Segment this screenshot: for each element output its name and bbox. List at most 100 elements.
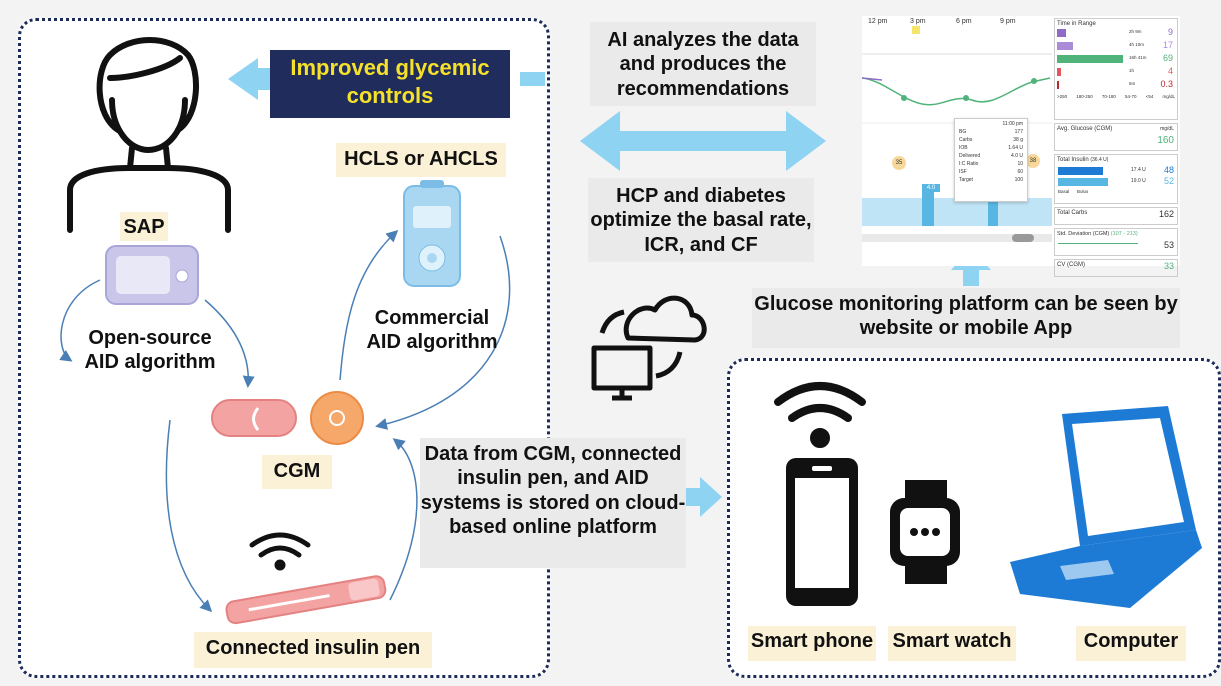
marker (912, 26, 920, 34)
tir-duration: 2h 9m (1129, 29, 1142, 34)
sap-label: SAP (120, 212, 168, 241)
avg-glucose-value: 160 (1157, 135, 1174, 146)
tooltip-row: I:C Ratio 10 (959, 161, 1023, 167)
open-source-label: Open-source AID algorithm (84, 327, 216, 374)
tooltip-value: 177 (1014, 129, 1023, 135)
tir-pct: 9 (1167, 27, 1173, 37)
total-insulin-label: Total Insulin (1057, 157, 1089, 163)
platform-label: Glucose monitoring platform can be seen … (752, 288, 1180, 348)
time-label: 12 pm (868, 18, 888, 25)
sap-pump-icon (105, 245, 199, 305)
time-label: 3 pm (910, 18, 926, 25)
hcls-pump-icon (403, 180, 461, 287)
tir-bar (1057, 81, 1059, 89)
smart-watch-icon (890, 480, 960, 584)
bolus-pct: 52 (1163, 176, 1174, 186)
tir-pct: 4 (1167, 66, 1173, 76)
smart-phone-icon (786, 458, 858, 606)
hcls-label: HCLS or AHCLS (336, 143, 506, 177)
insulin-pen-icon (225, 575, 387, 625)
person-icon (67, 37, 231, 233)
tooltip-value: 38 g (1013, 137, 1023, 143)
basal-pct: 48 (1163, 165, 1174, 175)
tooltip-value: 10 (1017, 161, 1023, 167)
computer-label: Computer (1076, 626, 1186, 661)
bolus-legend: Bolus (1077, 189, 1089, 194)
commercial-label: Commercial AID algorithm (366, 307, 498, 354)
total-carbs-value: 162 (1158, 209, 1174, 219)
range-label: mg/dL (1162, 94, 1175, 99)
bolus-u: 19.0 U (1131, 178, 1146, 184)
cv-card: CV (CGM) 33 (1054, 259, 1178, 277)
basal-legend: Basal (1058, 189, 1070, 194)
cv-value: 33 (1163, 261, 1174, 271)
tir-bar (1057, 68, 1061, 76)
std-dev-value: 53 (1163, 240, 1174, 250)
bolus-tag: 4.0 (922, 184, 940, 192)
tir-title: Time in Range (1057, 21, 1096, 27)
ai-label: AI analyzes the data and produces the re… (590, 22, 816, 106)
laptop-icon (1010, 406, 1202, 608)
tooltip-row: Delivered 4.0 U (959, 153, 1023, 159)
time-label: 6 pm (956, 18, 972, 25)
tooltip-key: Carbs (959, 137, 973, 143)
std-dev-range: (107 - 213) (1110, 231, 1138, 237)
arrow-right (686, 477, 722, 517)
tir-pct: 69 (1162, 53, 1173, 63)
wifi-icon (249, 532, 311, 571)
tir-row: 1h 4 (1057, 66, 1175, 79)
pen-label: Connected insulin pen (194, 632, 432, 668)
cgm-sensor-icon (211, 391, 364, 445)
avg-glucose-card: Avg. Glucose (CGM) mg/dL 160 (1054, 123, 1178, 151)
avg-glucose-label: Avg. Glucose (CGM) (1057, 126, 1113, 132)
carb-bubble: 35 (892, 156, 906, 170)
tir-row: 2h 9m 9 (1057, 27, 1175, 40)
wifi-icon-large (774, 382, 866, 448)
hcp-label: HCP and diabetes optimize the basal rate… (588, 178, 814, 262)
std-dev-card: Std. Deviation (CGM) (107 - 213) 53 (1054, 228, 1178, 256)
range-label: <54 (1145, 94, 1154, 99)
improved-text: Improved glycemic controls (290, 55, 490, 108)
basal-u: 17.4 U (1131, 167, 1146, 173)
tir-pct: 17 (1162, 40, 1173, 50)
double-arrow (580, 111, 826, 171)
std-dev-label: Std. Deviation (CGM) (1057, 231, 1110, 237)
smart-phone-label: Smart phone (748, 626, 876, 661)
range-label: 54-70 (1125, 94, 1137, 99)
cloud-computer-icon (591, 295, 707, 401)
tooltip-value: 60 (1017, 169, 1023, 175)
tooltip-value: 1.64 U (1008, 145, 1023, 151)
tir-row: 4h 10m 17 (1057, 40, 1175, 53)
avg-glucose-unit: mg/dL (1160, 126, 1174, 132)
cloud-data-label: Data from CGM, connected insulin pen, an… (420, 438, 686, 568)
tooltip-key: Target (959, 177, 973, 183)
time-label: 9 pm (1000, 18, 1016, 25)
tooltip-key: I:C Ratio (959, 161, 979, 167)
total-insulin-card: Total Insulin (36.4 U) 17.4 U 48 19.0 U … (1054, 154, 1178, 204)
tooltip-row: IOB 1.64 U (959, 145, 1023, 151)
smart-watch-label: Smart watch (888, 626, 1016, 661)
tir-duration: 1h (1129, 68, 1135, 73)
tooltip-value: 4.0 U (1011, 153, 1023, 159)
glucose-trace (862, 53, 1052, 242)
range-label: 70-180 (1101, 94, 1116, 99)
tir-bar (1057, 42, 1074, 50)
glucose-report: 12 pm 3 pm 6 pm 9 pm 35 38 4.0 11:00 pm … (862, 16, 1180, 277)
cv-label: CV (CGM) (1057, 262, 1085, 268)
tir-duration: 4h 10m (1129, 42, 1145, 47)
total-insulin-value: (36.4 U) (1090, 157, 1109, 163)
range-label: >250 (1057, 94, 1068, 99)
total-carbs-label: Total Carbs (1057, 210, 1088, 216)
tooltip-time: 11:00 pm (1002, 121, 1023, 127)
tir-pct: 0.3 (1160, 79, 1173, 89)
tooltip-key: Delivered (959, 153, 981, 159)
cgm-label: CGM (262, 455, 332, 489)
tooltip-key: IOB (959, 145, 968, 151)
